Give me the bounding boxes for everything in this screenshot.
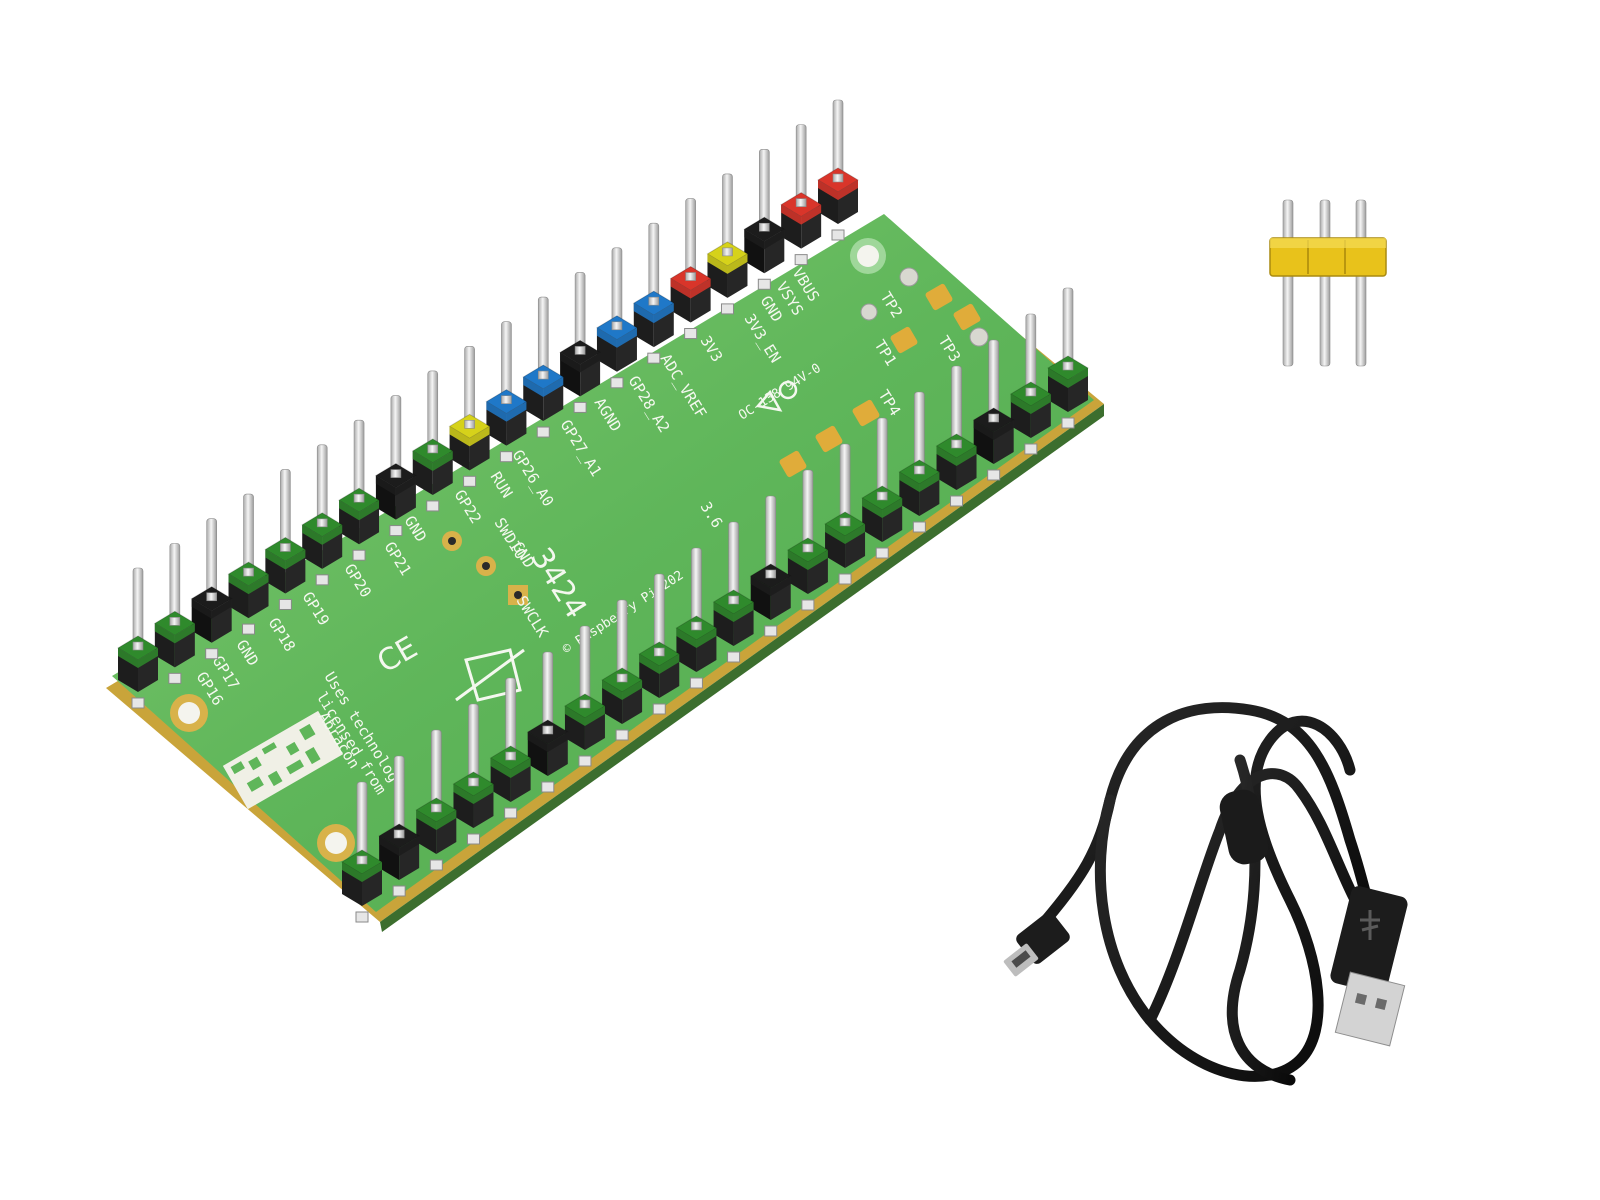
bottom-pin-14: [563, 625, 606, 767]
bottom-pin-8: [786, 469, 829, 611]
bottom-pin-1: [1047, 287, 1089, 429]
bottom-pin-15: [526, 651, 569, 793]
bottom-pin-2: [1009, 313, 1052, 455]
top-pin-11: [448, 346, 491, 487]
top-pin-10: [485, 321, 528, 463]
top-pin-6: [632, 222, 675, 364]
bottom-pin-12: [638, 573, 681, 715]
top-pin-2: [780, 124, 823, 266]
bottom-pin-6: [861, 417, 904, 559]
bottom-pin-5: [898, 391, 941, 533]
bottom-pin-13: [601, 599, 644, 741]
weee-bin-icon: [455, 648, 525, 702]
data-matrix-code: [222, 710, 344, 810]
bottom-pin-19: [378, 755, 421, 897]
usb-cable-icon: [1003, 702, 1408, 1086]
bottom-pin-9: [749, 495, 792, 637]
bottom-pin-7: [824, 443, 867, 585]
bottom-pin-20: [341, 781, 383, 923]
bottom-pin-11: [675, 547, 718, 689]
bottom-pin-18: [415, 729, 458, 871]
bottom-pin-4: [935, 365, 978, 507]
top-pin-20: [117, 567, 159, 709]
top-pin-18: [190, 518, 233, 660]
top-pin-13: [374, 395, 417, 537]
top-pin-15: [301, 444, 344, 586]
top-pin-header: [117, 99, 859, 709]
ul-cert-icon: [755, 380, 798, 412]
top-pin-16: [264, 469, 307, 610]
top-pin-5: [669, 198, 712, 340]
top-pin-8: [559, 272, 602, 413]
top-pin-14: [338, 419, 381, 561]
bottom-pin-16: [489, 677, 532, 819]
pin-header-icon: [1269, 199, 1387, 367]
top-pin-19: [153, 543, 196, 684]
debug-holes: [442, 531, 528, 605]
bottom-pin-17: [452, 703, 495, 845]
top-pin-4: [706, 173, 749, 315]
top-pin-17: [227, 493, 270, 635]
micro-usb-connector: [1003, 912, 1070, 977]
pico-board: CE VBUS VSYS GND 3V3_EN 3V3 ADC_VREF GP2…: [106, 99, 1104, 932]
board-edge-bottom: [380, 404, 1104, 932]
top-pin-12: [411, 370, 454, 512]
mounting-holes: [170, 238, 886, 862]
board-surface: [112, 214, 1094, 912]
test-pad-group: [779, 267, 989, 478]
bottom-pin-10: [712, 521, 755, 663]
top-pin-1: [817, 99, 859, 241]
bottom-pin-header: [341, 287, 1089, 923]
usb-a-connector: [1330, 886, 1408, 1047]
top-pin-7: [595, 247, 638, 389]
top-pin-3: [743, 148, 786, 290]
bottom-pin-3: [972, 339, 1015, 481]
ferrite-bead: [1219, 789, 1269, 865]
top-pin-9: [522, 296, 565, 438]
